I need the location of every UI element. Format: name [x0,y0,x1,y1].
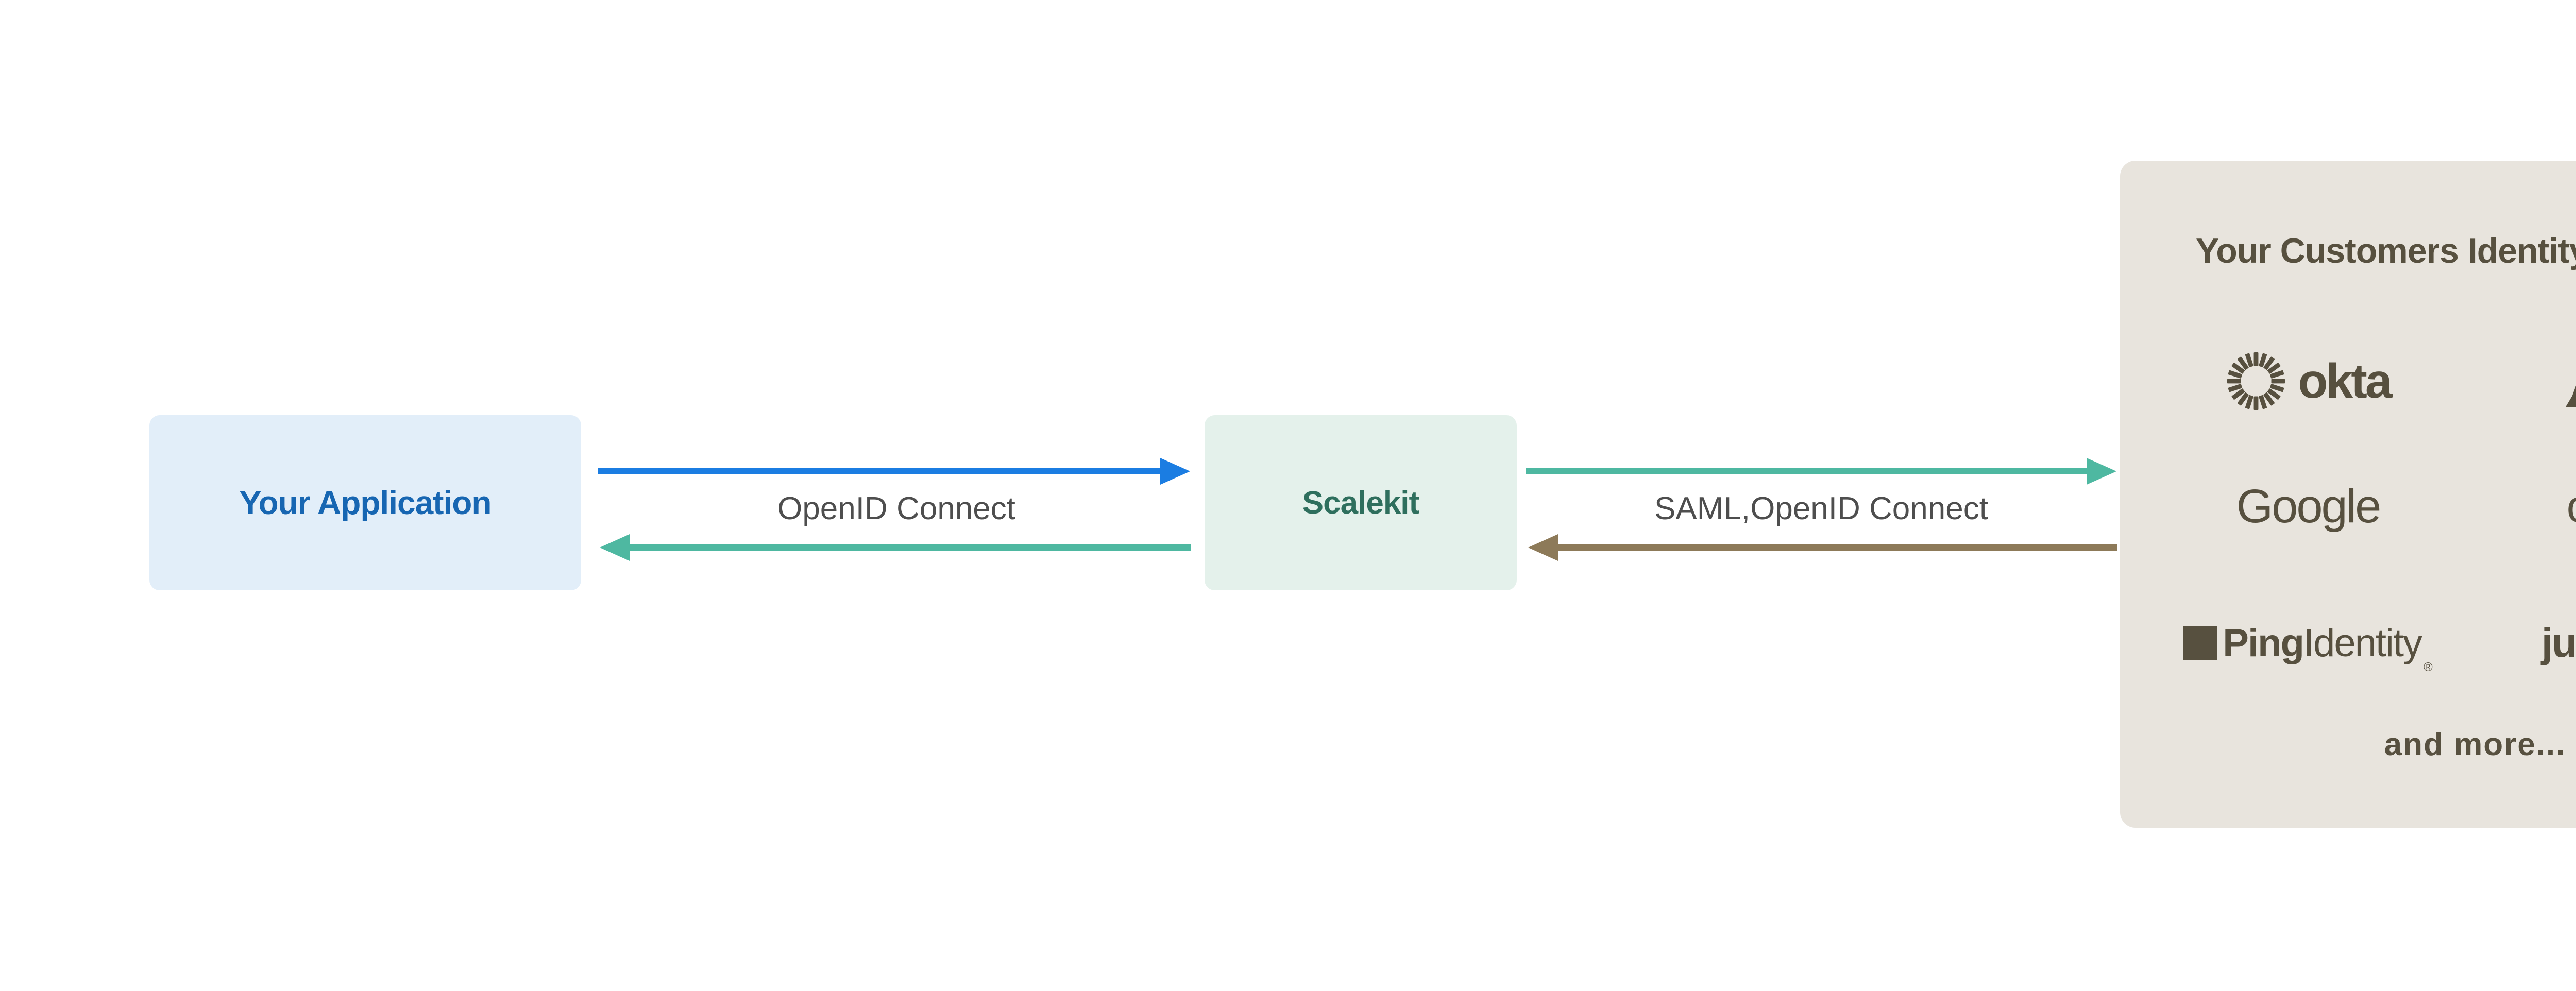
okta-logo: okta [2156,340,2460,422]
google-logo: Google [2156,465,2460,548]
ping-square-icon [2183,626,2218,660]
scalekit-box: Scalekit [1205,415,1517,590]
okta-wordmark: okta [2298,353,2392,408]
onelogin-logo: onelogin [2496,465,2576,548]
onelogin-wordmark: onelogin [2567,480,2576,533]
okta-sunburst-icon [2227,352,2285,411]
azure-logo: Azure [2496,340,2576,422]
azure-triangle-icon [2565,385,2576,407]
your-application-box: Your Application [149,415,581,590]
idp-to-scalekit-arrow-icon [1528,534,2117,561]
idp-panel-title: Your Customers Identity Providers [2195,231,2576,270]
idp-panel: Your Customers Identity Providers [2120,161,2576,828]
ping-wordmark-bold: Ping [2223,621,2304,665]
ping-wordmark-regular: Identity [2303,621,2422,665]
scalekit-label: Scalekit [1302,485,1419,521]
jumpcloud-wordmark: jumpcloud [2541,620,2576,665]
saml-openid-connect-label: SAML,OpenID Connect [1654,491,1988,526]
app-to-scalekit-arrow-icon [598,458,1190,485]
scalekit-to-app-arrow-icon [600,534,1191,561]
google-wordmark: Google [2236,480,2382,533]
openid-connect-label: OpenID Connect [777,491,1015,526]
pingidentity-logo: Ping Identity ® [2156,602,2460,684]
and-more-label: and more... [2384,727,2566,762]
your-application-label: Your Application [239,484,492,521]
scalekit-to-idp-arrow-icon [1526,458,2116,485]
jumpcloud-logo: jumpcloud ™ [2496,602,2576,684]
registered-trademark-mark: ® [2424,660,2433,674]
